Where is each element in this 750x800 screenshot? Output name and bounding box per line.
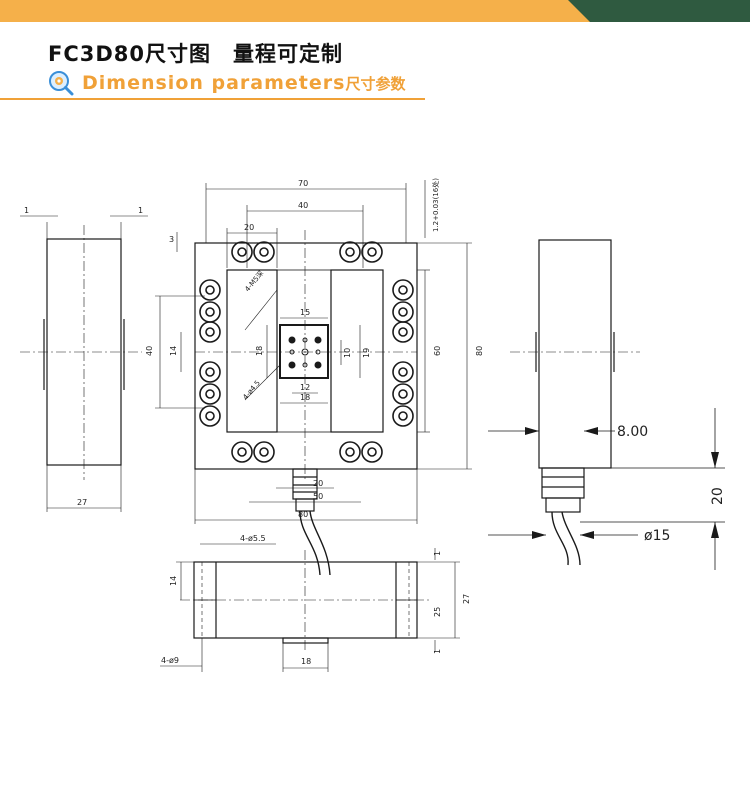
dim-18-bottom: 18 [300,393,310,402]
left-dim-1b: 1 [138,206,143,215]
left-dim-27: 27 [77,498,87,507]
header-color-band [0,0,750,22]
dim-19: 19 [362,348,371,358]
dim-3: 3 [169,235,174,244]
note-4-9: 4-ø9 [161,656,179,665]
center-mount-block [279,324,329,379]
dim-40-left: 40 [145,346,154,356]
dim-70: 70 [298,179,308,188]
green-band [568,0,750,22]
dim-60: 60 [433,346,442,356]
m5-thread-note: 4-M5深 [243,269,266,294]
dim-10: 10 [343,348,352,358]
bottom-dim-1b: 1 [433,649,442,654]
title-range: 量程可定制 [233,42,344,66]
dim-40-top: 40 [298,201,308,210]
title-model: FC3D80尺寸图 [48,42,212,66]
right-side-view [488,239,725,570]
hole-4-5-note: 4-ø4.5 [241,379,262,401]
dim-80-bottom: 80 [298,510,308,519]
orange-band [0,0,590,22]
dim-14: 14 [169,346,178,356]
dim-15: 15 [300,308,310,317]
bottom-dim-25: 25 [433,607,442,617]
subtitle-underline [0,98,425,100]
dim-20-top: 20 [244,223,254,232]
dim-80-right: 80 [475,346,484,356]
dim-18-left: 18 [255,346,264,356]
subtitle-cn: 尺寸参数 [345,74,406,93]
bottom-dim-18: 18 [301,657,311,666]
bottom-view [160,543,460,672]
dim-20-right: 20 [710,487,726,505]
dim-12: 12 [300,383,310,392]
dim-8-00: 8.00 [617,424,648,440]
note-4-5-5: 4-ø5.5 [240,534,266,543]
left-dim-1a: 1 [24,206,29,215]
gear-magnifier-icon [49,71,74,96]
bottom-dim-1a: 1 [433,551,442,556]
front-outer-body [194,242,418,470]
bottom-dim-14: 14 [169,576,178,586]
right-body [538,239,612,469]
left-side-view [20,215,148,512]
page-title: FC3D80尺寸图量程可定制 [48,38,343,68]
dim-20-bottom: 20 [313,479,323,488]
subtitle-en: Dimension parameters [82,72,346,94]
dim-diameter-15: ø15 [644,528,670,544]
bottom-dim-27: 27 [462,594,471,604]
front-view [155,180,472,576]
dim-50: 50 [313,492,323,501]
tolerance-note: 1.2+0.03(16处) [431,178,440,232]
